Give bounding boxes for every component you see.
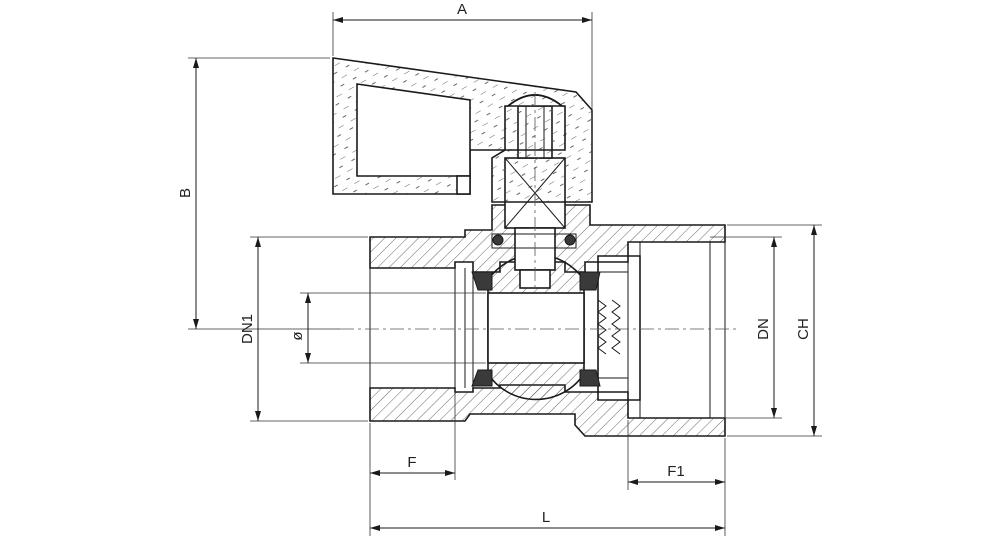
dimension-f: F (369, 390, 456, 480)
dimension-diameter: ø (289, 292, 486, 364)
seats (471, 271, 601, 387)
dim-label-ch: CH (795, 318, 812, 340)
dimension-f1: F1 (627, 420, 726, 490)
right-nut (597, 225, 726, 436)
dim-label-a: A (457, 1, 467, 18)
dim-label-dn1: DN1 (239, 314, 256, 344)
dim-label-l: L (542, 509, 550, 526)
dim-label-diameter: ø (289, 331, 306, 340)
dimension-ch: CH (727, 224, 822, 437)
dimension-a: A (332, 1, 593, 200)
ball (487, 253, 585, 401)
dimension-dn: DN (710, 236, 782, 419)
dim-label-b: B (177, 188, 194, 198)
dim-label-f: F (407, 454, 416, 471)
dimension-l: L (369, 480, 726, 536)
dimension-dn1: DN1 (239, 236, 368, 422)
dim-label-dn: DN (755, 318, 772, 340)
dim-label-f1: F1 (667, 463, 685, 480)
dimension-b: B (177, 57, 340, 330)
left-bore (369, 268, 474, 388)
handle (332, 57, 593, 203)
